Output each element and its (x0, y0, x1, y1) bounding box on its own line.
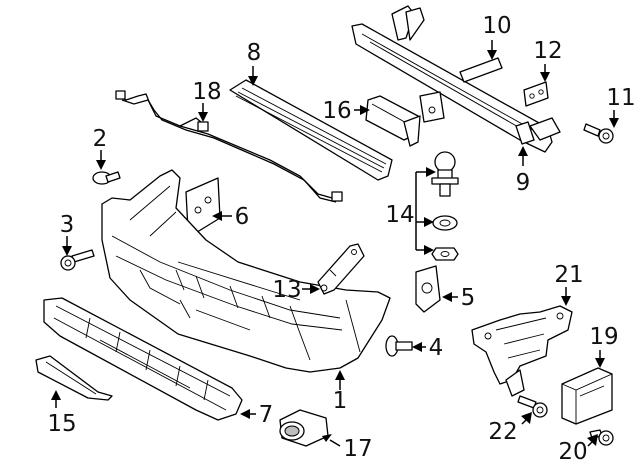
part-1-bumper-cover (101, 169, 391, 373)
callout-17: 17 (343, 436, 372, 462)
part-9-tow-hitch-beam (351, 5, 561, 153)
callout-20: 20 (558, 439, 587, 465)
callout-1: 1 (333, 388, 348, 414)
part-17-parking-sensor (279, 409, 329, 447)
callout-4: 4 (429, 335, 444, 361)
callout-16: 16 (322, 98, 351, 124)
callout-13: 13 (272, 277, 301, 303)
callout-22: 22 (488, 419, 517, 445)
callout-9: 9 (516, 170, 531, 196)
callout-7: 7 (259, 402, 274, 428)
callout-3: 3 (60, 212, 75, 238)
part-15-trim (35, 355, 113, 401)
callout-11: 11 (606, 85, 635, 111)
part-5-bracket (415, 265, 441, 313)
part-16-module (365, 95, 421, 147)
part-7-reinforcement (43, 297, 243, 421)
part-22-bolt (517, 395, 548, 418)
leader-lines (51, 40, 619, 447)
part-11-bolt (583, 123, 614, 144)
part-3-bolt (60, 249, 95, 271)
part-12-bracket (523, 81, 549, 107)
part-21-bracket (471, 305, 573, 397)
part-10-plate (459, 57, 503, 83)
callout-15: 15 (47, 411, 76, 437)
callout-6: 6 (235, 204, 250, 230)
callout-labels: 1 2 3 4 5 6 7 8 9 10 11 12 13 14 15 16 1… (47, 13, 635, 465)
part-19-module (561, 367, 613, 425)
callout-8: 8 (247, 40, 262, 66)
callout-19: 19 (589, 324, 618, 350)
part-13-bracket (317, 243, 365, 295)
callout-12: 12 (533, 38, 562, 64)
callout-21: 21 (554, 262, 583, 288)
callout-2: 2 (93, 126, 108, 152)
part-8-step-pad (229, 79, 393, 181)
callout-5: 5 (461, 285, 476, 311)
part-14-tow-ball-set (431, 151, 459, 261)
part-2-push-pin (92, 171, 121, 185)
callout-14: 14 (385, 202, 414, 228)
part-4-retainer (385, 335, 413, 357)
callout-10: 10 (482, 13, 511, 39)
callout-18: 18 (192, 79, 221, 105)
